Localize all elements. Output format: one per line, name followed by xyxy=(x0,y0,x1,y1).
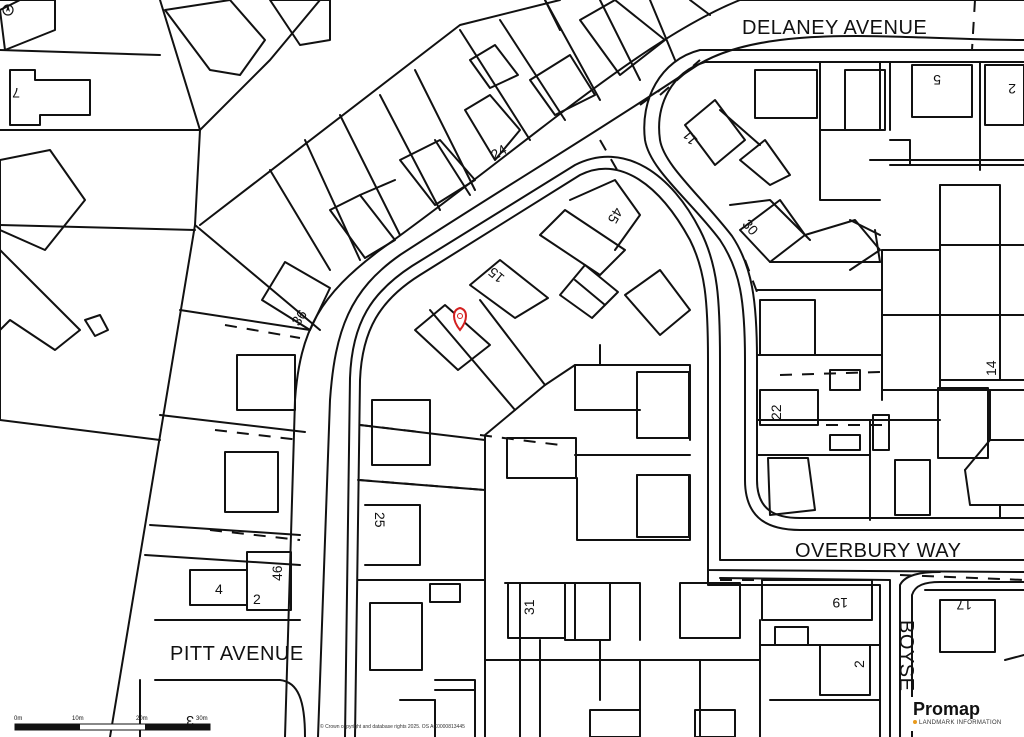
copyright-notice: © Crown copyright and database rights 20… xyxy=(320,724,465,730)
house-number: 30 xyxy=(739,216,761,238)
house-number: 31 xyxy=(521,599,537,615)
house-number: 46 xyxy=(269,565,285,581)
house-number: 4 xyxy=(215,581,223,597)
road-label-delaney-avenue: DELANEY AVENUE xyxy=(742,17,927,39)
house-number: 3 xyxy=(186,713,194,729)
logo-dot-icon xyxy=(913,720,917,725)
scale-label: 20m xyxy=(136,716,148,722)
house-number: 2 xyxy=(1008,81,1016,97)
logo-name: Promap xyxy=(913,699,981,719)
north-arrow-icon xyxy=(2,4,14,16)
house-number: 36 xyxy=(288,306,310,328)
house-number: 5 xyxy=(933,72,941,88)
house-number: 11 xyxy=(679,127,701,149)
house-number: 22 xyxy=(768,404,784,420)
logo-tagline-row: LANDMARK INFORMATION xyxy=(913,720,1002,726)
road-overbury-ring xyxy=(643,49,1024,531)
house-number: 14 xyxy=(983,360,999,376)
house-number: 24 xyxy=(488,141,510,163)
promap-logo: Promap LANDMARK INFORMATION xyxy=(905,697,1017,731)
house-number: 15 xyxy=(485,264,507,286)
house-number: 7 xyxy=(12,85,20,101)
logo-tagline: LANDMARK INFORMATION xyxy=(919,720,1002,726)
scale-bar xyxy=(14,723,211,731)
road-loop-inner xyxy=(344,155,1024,737)
house-number: 45 xyxy=(605,205,627,227)
house-number: 2 xyxy=(851,660,867,668)
house-number: 2 xyxy=(253,591,261,607)
location-marker-icon[interactable] xyxy=(453,306,467,332)
house-number: 19 xyxy=(832,595,848,611)
house-number: 25 xyxy=(372,512,388,528)
scale-label: 0m xyxy=(14,716,23,722)
road-label-pitt-avenue: PITT AVENUE xyxy=(170,643,304,665)
road-label-boyse: BOYSE xyxy=(895,620,917,691)
scale-label: 10m xyxy=(72,716,84,722)
house-number: 17 xyxy=(956,597,972,613)
road-delaney-outer xyxy=(284,0,741,737)
road-loop-outer xyxy=(354,167,1024,737)
scale-label: 30m xyxy=(196,716,208,722)
road-label-overbury-way: OVERBURY WAY xyxy=(795,540,961,562)
road-delaney-inner xyxy=(317,35,1024,737)
